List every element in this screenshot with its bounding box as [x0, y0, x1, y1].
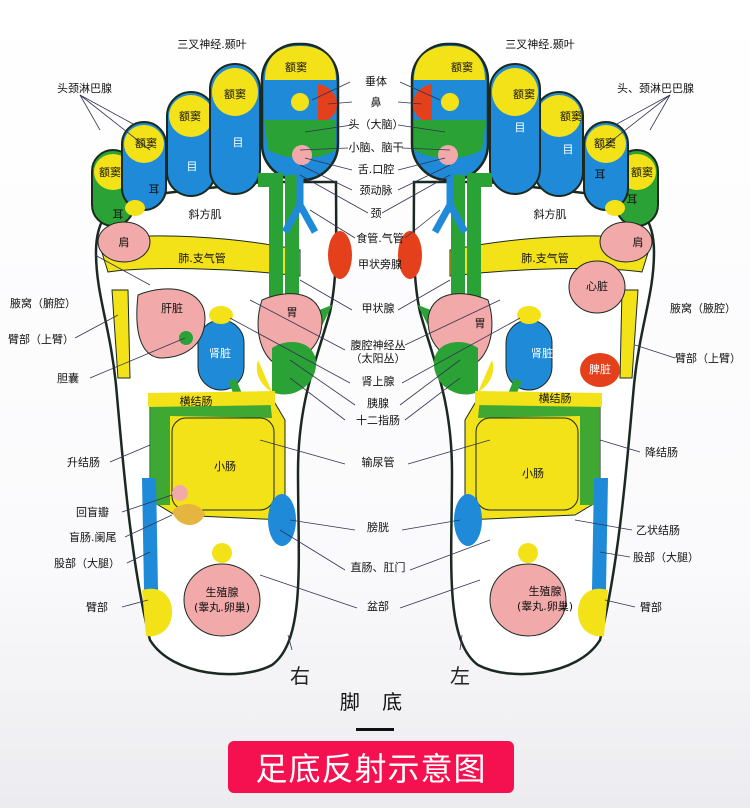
trapezius-label: 斜方肌 — [533, 208, 567, 222]
spleen-shape — [580, 353, 620, 387]
label-descending-colon: 降结肠 — [645, 446, 678, 459]
ear-label: 耳 — [626, 193, 638, 207]
label-rectum: 直肠、肛门 — [350, 561, 406, 574]
lung-label: 肺.支气管 — [178, 252, 226, 266]
label-solar-plexus-sub: （太阳丛） — [350, 352, 406, 365]
label-ileocecal: 回盲瓣 — [76, 506, 109, 519]
sinus-label: 额窦 — [513, 88, 535, 102]
right-foot-label: 右 — [290, 664, 310, 688]
eye-label: 目 — [514, 121, 526, 135]
shoulder-label: 肩 — [632, 236, 644, 250]
label-gallbladder: 胆囊 — [57, 372, 79, 385]
sinus-label: 额窦 — [135, 137, 157, 151]
label-carotid: 颈动脉 — [359, 184, 393, 197]
small-intestine-label: 小肠 — [214, 460, 236, 474]
left-foot-label: 左 — [450, 664, 470, 688]
label-hip-left: 臂部 — [640, 601, 662, 614]
ear-label: 耳 — [594, 168, 606, 182]
label-sigmoid: 乙状结肠 — [636, 524, 680, 537]
appendix-shape — [172, 503, 205, 525]
label-nose: 鼻 — [370, 96, 382, 109]
stomach-label: 胃 — [474, 317, 486, 331]
kidney-label: 肾脏 — [531, 347, 553, 361]
label-adrenal: 肾上腺 — [361, 375, 395, 388]
eye-label: 目 — [232, 136, 244, 150]
banner-title: 足底反射示意图 — [228, 741, 514, 793]
sinus-label: 额窦 — [594, 137, 616, 151]
title-divider — [356, 728, 394, 731]
label-pituitary: 垂体 — [365, 75, 387, 88]
label-appendix: 盲肠.阑尾 — [69, 531, 117, 544]
leader-lines — [74, 81, 676, 651]
label-lymph-left: 头、颈淋巴巴腺 — [617, 82, 694, 95]
eye-label: 目 — [186, 160, 198, 174]
small-intestine-label: 小肠 — [522, 467, 544, 481]
sinus-label: 额窦 — [285, 61, 307, 75]
eye-label: 目 — [562, 143, 574, 157]
ileocecal-shape — [172, 485, 188, 501]
label-lymph-right: 头颈淋巴腺 — [57, 82, 112, 95]
label-thigh-left: 股部（大腿） — [633, 551, 699, 564]
label-tongue: 舌.口腔 — [357, 163, 395, 176]
lung-label: 肺.支气管 — [521, 252, 569, 266]
label-brain: 头（大脑） — [348, 118, 404, 131]
label-trigeminal-left: 三叉神经.颞叶 — [505, 38, 575, 51]
label-ascending-colon: 升结肠 — [67, 456, 100, 469]
gonad-label: 生殖腺 — [205, 586, 239, 600]
liver-label: 肝脏 — [161, 302, 183, 316]
label-duodenum: 十二指肠 — [356, 414, 400, 427]
label-upper-arm-left: 臂部（上臂） — [675, 352, 741, 365]
label-pelvis: 盆部 — [367, 600, 389, 613]
trapezius-label: 斜方肌 — [188, 208, 222, 222]
gonad-sub-label: (睾丸.卵巢) — [516, 600, 574, 614]
label-parathyroid: 甲状旁腺 — [358, 258, 402, 271]
sinus-label: 额窦 — [451, 61, 473, 75]
heart-label: 心脏 — [586, 280, 608, 294]
label-upper-arm-right: 臂部（上臂） — [8, 333, 74, 346]
gallbladder-shape — [179, 331, 193, 345]
label-trigeminal-right: 三叉神经.颞叶 — [177, 38, 247, 51]
label-pancreas: 胰腺 — [367, 397, 389, 410]
transverse-colon-label: 横结肠 — [179, 395, 213, 409]
label-hip-right: 臂部 — [86, 601, 108, 614]
label-armpit-right: 腋窝（腑腔） — [10, 297, 76, 310]
transverse-colon-label: 横结肠 — [538, 392, 572, 406]
kidney-label: 肾脏 — [209, 347, 231, 361]
sinus-label: 额窦 — [224, 88, 246, 102]
sinus-label: 额窦 — [179, 110, 201, 124]
stomach-label: 胃 — [286, 306, 298, 320]
label-thigh-right: 股部（大腿） — [54, 557, 120, 570]
label-thyroid: 甲状腺 — [361, 302, 395, 315]
gonad-label: 生殖腺 — [528, 585, 562, 599]
label-ureter: 输尿管 — [361, 456, 395, 469]
shoulder-label: 肩 — [118, 236, 130, 250]
sinus-label: 额窦 — [99, 166, 121, 180]
label-bladder: 膀胱 — [367, 521, 389, 534]
label-neck: 颈 — [370, 207, 382, 220]
gonad-sub-label: (睾丸.卵巢) — [193, 601, 251, 615]
diagram-title: 脚 底 — [339, 690, 411, 714]
ear-label: 耳 — [112, 208, 124, 222]
label-cerebellum: 小脑、脑干 — [348, 141, 404, 154]
label-esophagus: 食管.气管 — [356, 232, 404, 245]
heart-shape — [568, 260, 626, 314]
sinus-label: 额窦 — [560, 110, 582, 124]
sinus-label: 额窦 — [631, 166, 653, 180]
spleen-label: 脾脏 — [589, 363, 611, 377]
ear-label: 耳 — [148, 183, 160, 197]
label-solar-plexus: 腹腔神经丛 — [350, 339, 406, 352]
label-armpit-left: 腋窝（腋腔） — [670, 302, 736, 315]
